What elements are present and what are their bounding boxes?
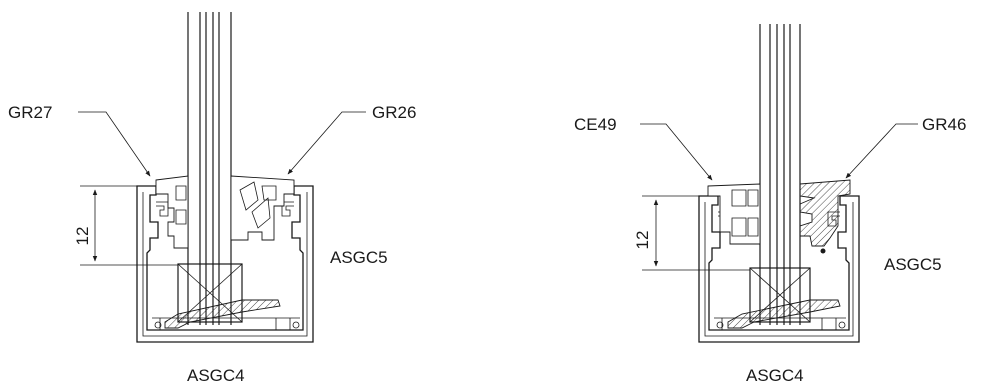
gasket-ce49 [707,183,761,245]
hatched-bearing [164,299,281,329]
glass-panel [187,12,232,325]
label-asgc4: ASGC4 [746,366,804,385]
gasket-gr27 [155,175,189,249]
dimension-12: 12 [73,185,178,266]
detail-left: 12 GR27 GR26 ASGC5 ASGC4 [8,12,416,385]
callout-gr46: GR46 [922,115,966,134]
leader-gr26 [287,111,366,175]
leader-ce49 [640,123,713,181]
label-asgc5: ASGC5 [884,255,942,274]
label-asgc5: ASGC5 [330,248,388,267]
gasket-gr26 [230,175,295,241]
leader-gr27 [78,111,151,177]
dimension-label: 12 [73,227,92,246]
gasket-gr46 [799,179,851,247]
dimension-12: 12 [633,195,750,271]
detail-right: 12 CE49 GR46 ASGC5 ASGC4 [574,24,966,385]
point-marker [820,248,826,254]
leader-gr46 [845,123,918,179]
callout-gr27: GR27 [8,103,52,122]
callout-gr26: GR26 [372,103,416,122]
label-asgc4: ASGC4 [187,366,245,385]
callout-ce49: CE49 [574,115,617,134]
glass-panel [759,24,801,325]
hatched-bearing [727,299,841,329]
dimension-label: 12 [633,231,652,250]
